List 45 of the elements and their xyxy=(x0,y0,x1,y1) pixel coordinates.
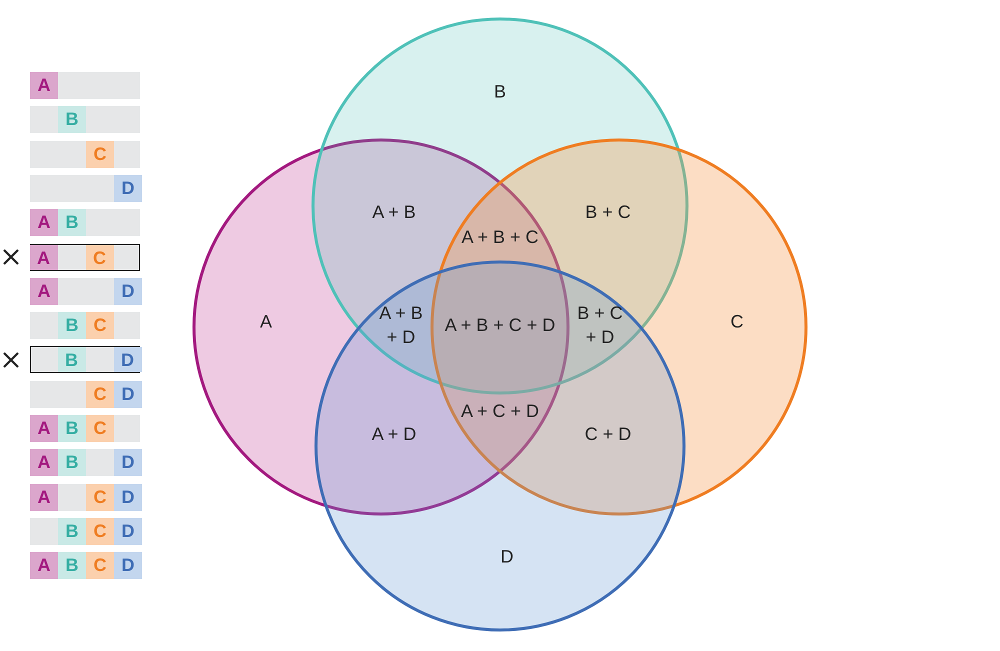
set-tag: A xyxy=(30,552,58,580)
set-label: B xyxy=(494,82,506,102)
set-label: C xyxy=(730,312,744,332)
region-label: B + C xyxy=(584,201,632,224)
set-tag: B xyxy=(58,552,86,580)
set-tag: C xyxy=(86,518,114,545)
region-label: A + C + D xyxy=(460,400,540,423)
set-tag: B xyxy=(58,415,86,442)
set-tag: C xyxy=(86,415,114,442)
set-label: D xyxy=(500,546,514,568)
set-tag: C xyxy=(86,244,114,270)
set-label: A xyxy=(260,312,272,332)
set-tag: B xyxy=(58,347,86,372)
set-tag: C xyxy=(86,552,114,580)
set-tag: D xyxy=(114,552,142,580)
set-tag: C xyxy=(86,312,114,340)
region-label: A + D xyxy=(370,423,418,446)
region-label: A + B xyxy=(371,201,417,224)
region-label: C + D xyxy=(584,423,632,446)
set-tag: C xyxy=(86,140,114,168)
set-tag: A xyxy=(30,449,58,476)
region-label: B + C + D xyxy=(576,302,624,349)
set-tag: D xyxy=(114,380,142,408)
set-tag: B xyxy=(58,209,86,236)
set-tag: C xyxy=(86,380,114,408)
set-tag: B xyxy=(58,312,86,340)
set-tag: D xyxy=(114,449,142,476)
set-tag: A xyxy=(30,484,58,511)
set-tag: D xyxy=(114,347,142,372)
region-label: A + B + C + D xyxy=(444,314,556,337)
set-tag: C xyxy=(86,484,114,511)
set-tag: B xyxy=(58,449,86,476)
set-tag: B xyxy=(58,106,86,134)
set-tag: D xyxy=(114,174,142,202)
set-tag: A xyxy=(30,72,58,99)
set-tag: D xyxy=(114,518,142,545)
set-tag: D xyxy=(114,484,142,511)
set-tag: B xyxy=(58,518,86,545)
region-label: A + B + C xyxy=(460,226,540,249)
set-tag: A xyxy=(30,415,58,442)
set-tag: A xyxy=(30,278,58,305)
region-label: A + B + D xyxy=(378,302,424,349)
set-tag: D xyxy=(114,278,142,305)
set-tag: A xyxy=(30,244,58,270)
set-tag: A xyxy=(30,209,58,236)
